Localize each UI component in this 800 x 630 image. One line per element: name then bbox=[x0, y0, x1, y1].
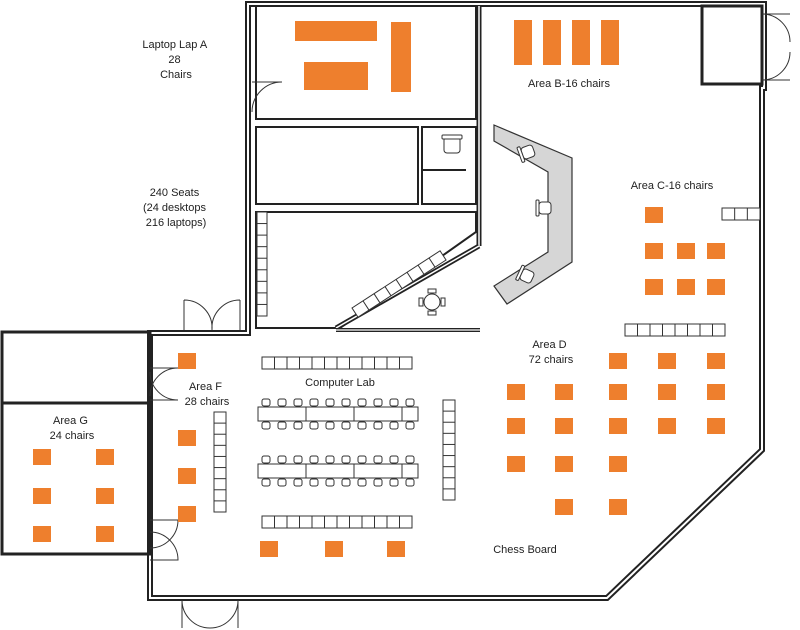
table bbox=[707, 418, 725, 434]
counter-chairs bbox=[418, 134, 552, 316]
table bbox=[387, 541, 405, 557]
labels: Laptop Lap A 28 Chairs 240 Seats (24 des… bbox=[50, 39, 714, 556]
table bbox=[33, 526, 51, 542]
table bbox=[507, 418, 525, 434]
desk-row-dividers bbox=[214, 208, 748, 528]
table bbox=[178, 468, 196, 484]
table bbox=[658, 353, 676, 369]
doors bbox=[149, 13, 791, 629]
label-area-b: Area B-16 chairs bbox=[528, 78, 610, 90]
label-area-d: Area D 72 chairs bbox=[529, 339, 574, 366]
table bbox=[260, 541, 278, 557]
table bbox=[391, 22, 411, 92]
table bbox=[658, 418, 676, 434]
label-computer-lab: Computer Lab bbox=[305, 377, 375, 389]
table bbox=[555, 418, 573, 434]
label-chess-board: Chess Board bbox=[493, 544, 557, 556]
table bbox=[677, 243, 695, 259]
table bbox=[555, 384, 573, 400]
table bbox=[507, 384, 525, 400]
label-area-f: Area F 28 chairs bbox=[185, 381, 230, 408]
table bbox=[601, 20, 619, 65]
table bbox=[96, 526, 114, 542]
table bbox=[609, 456, 627, 472]
table bbox=[33, 449, 51, 465]
table bbox=[295, 21, 377, 41]
table bbox=[543, 20, 561, 65]
label-seats-total: 240 Seats (24 desktops 216 laptops) bbox=[143, 187, 209, 229]
table bbox=[555, 456, 573, 472]
table bbox=[609, 418, 627, 434]
computer-lab-workstations bbox=[257, 398, 419, 487]
table bbox=[677, 279, 695, 295]
table bbox=[33, 488, 51, 504]
label-laptop-lab-a: Laptop Lap A 28 Chairs bbox=[142, 39, 209, 81]
table bbox=[514, 20, 532, 65]
label-area-g: Area G 24 chairs bbox=[50, 415, 95, 442]
table bbox=[609, 499, 627, 515]
table bbox=[707, 279, 725, 295]
table bbox=[304, 62, 368, 90]
table bbox=[609, 384, 627, 400]
table bbox=[707, 243, 725, 259]
table bbox=[707, 353, 725, 369]
table bbox=[609, 353, 627, 369]
service-counter bbox=[493, 124, 573, 305]
laptop-lab-a-room bbox=[255, 5, 477, 120]
table bbox=[645, 243, 663, 259]
table bbox=[555, 499, 573, 515]
table bbox=[96, 449, 114, 465]
table bbox=[507, 456, 525, 472]
table bbox=[572, 20, 590, 65]
table bbox=[645, 207, 663, 223]
table bbox=[707, 384, 725, 400]
outer-walls bbox=[0, 1, 767, 601]
table bbox=[325, 541, 343, 557]
label-area-c: Area C-16 chairs bbox=[631, 180, 714, 192]
area-g-room bbox=[0, 330, 152, 556]
table bbox=[178, 430, 196, 446]
table bbox=[96, 488, 114, 504]
tables bbox=[33, 20, 725, 557]
table bbox=[645, 279, 663, 295]
table bbox=[658, 384, 676, 400]
table bbox=[178, 506, 196, 522]
table bbox=[178, 353, 196, 369]
